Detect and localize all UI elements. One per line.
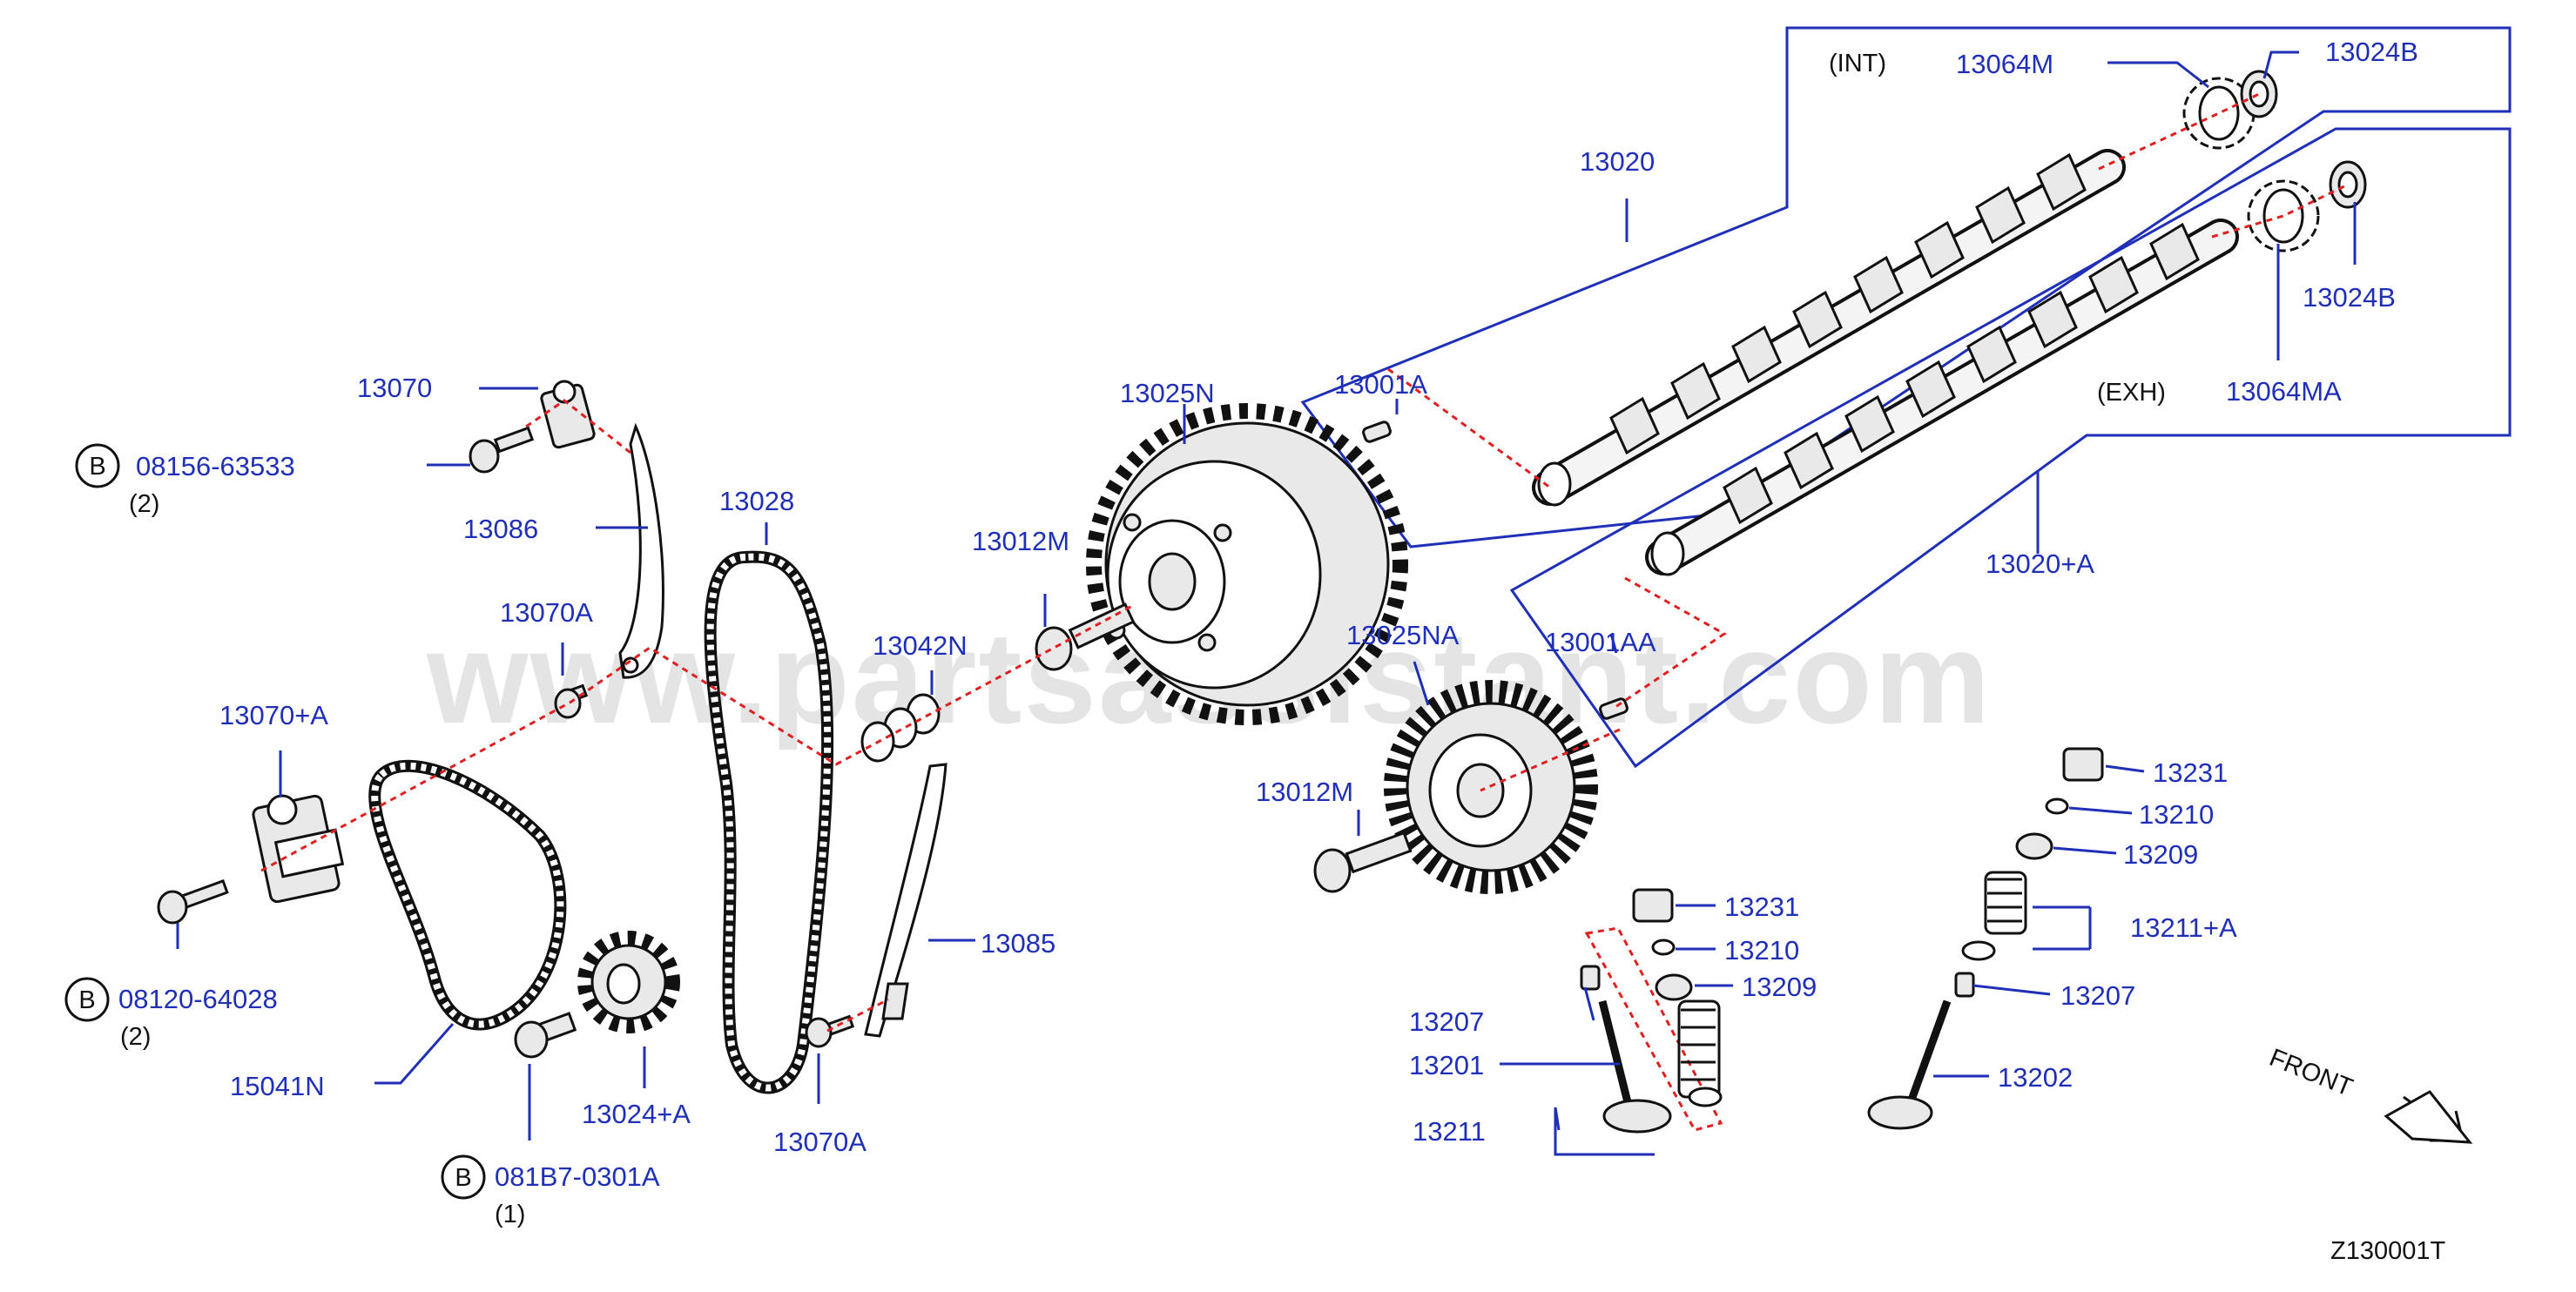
- label-13042N[interactable]: 13042N: [873, 630, 968, 661]
- exhaust-signal-plate[interactable]: [2247, 179, 2320, 252]
- secondary-timing-chain[interactable]: [368, 759, 567, 1031]
- intake-valve[interactable]: [1598, 999, 1672, 1134]
- spring-seat-mid[interactable]: [1688, 1087, 1723, 1107]
- label-int: (INT): [1829, 50, 1886, 77]
- exhaust-camshaft-group-outline: [1509, 127, 2512, 769]
- guide-bolt-lower[interactable]: [805, 1014, 855, 1048]
- label-13231-mid[interactable]: 13231: [1724, 892, 1799, 922]
- primary-timing-chain[interactable]: [704, 550, 834, 1094]
- valve-seal-mid[interactable]: [1580, 965, 1601, 991]
- exhaust-camshaft-plug[interactable]: [2329, 160, 2367, 209]
- label-13024B-top[interactable]: 13024B: [2325, 37, 2418, 67]
- bolt-marker-1: B: [75, 443, 120, 488]
- valve-cotters-right[interactable]: [2045, 797, 2069, 815]
- valve-retainer-right[interactable]: [2015, 832, 2053, 860]
- slack-guide[interactable]: [618, 422, 664, 679]
- label-13202[interactable]: 13202: [1998, 1062, 2073, 1093]
- label-13207-right[interactable]: 13207: [2060, 980, 2135, 1011]
- upper-chain-tensioner[interactable]: [540, 380, 596, 449]
- intake-camshaft[interactable]: [1532, 149, 2126, 507]
- valve-cotters-mid[interactable]: [1651, 939, 1676, 956]
- valve-spring-right[interactable]: [1961, 871, 2027, 961]
- bolt-marker-3: B: [441, 1154, 486, 1200]
- label-13024-plus-A[interactable]: 13024+A: [582, 1099, 691, 1129]
- label-13064M[interactable]: 13064M: [1956, 49, 2053, 79]
- label-13085[interactable]: 13085: [981, 928, 1055, 959]
- label-13207-left[interactable]: 13207: [1409, 1006, 1484, 1037]
- label-13211[interactable]: 13211: [1413, 1116, 1486, 1147]
- label-front: FRONT: [2265, 1044, 2357, 1102]
- label-13210-mid[interactable]: 13210: [1724, 935, 1799, 966]
- svg-text:B: B: [78, 986, 95, 1014]
- svg-text:B: B: [455, 1164, 471, 1192]
- valve-guide-box: [1584, 926, 1723, 1132]
- intake-camshaft-sprocket[interactable]: [1086, 403, 1408, 725]
- guide-bolt-upper[interactable]: [554, 683, 589, 719]
- label-13209-mid[interactable]: 13209: [1742, 972, 1817, 1002]
- leader-lines: [176, 50, 2357, 1156]
- label-13086[interactable]: 13086: [463, 514, 538, 544]
- label-13012M-bottom[interactable]: 13012M: [1256, 777, 1353, 807]
- tensioner-bolt-upper[interactable]: [469, 426, 535, 474]
- exhaust-camshaft[interactable]: [1645, 219, 2239, 576]
- label-08120-64028[interactable]: 08120-64028: [118, 984, 278, 1014]
- crank-bolt[interactable]: [514, 1012, 577, 1059]
- diagram-reference: Z130001T: [2330, 1237, 2445, 1265]
- label-08156-63533[interactable]: 08156-63533: [136, 451, 295, 481]
- valve-lifter-mid[interactable]: [1632, 888, 1674, 923]
- label-13020[interactable]: 13020: [1580, 146, 1655, 177]
- intake-camshaft-plug[interactable]: [2240, 70, 2278, 118]
- exhaust-valve[interactable]: [1867, 999, 1952, 1130]
- sprocket-washers[interactable]: [860, 693, 941, 763]
- label-08156-qty: (2): [129, 490, 159, 518]
- label-13211-plus-A[interactable]: 13211+A: [2130, 912, 2237, 943]
- label-15041N[interactable]: 15041N: [230, 1071, 325, 1101]
- label-13210-right[interactable]: 13210: [2139, 799, 2214, 830]
- label-13209-right[interactable]: 13209: [2123, 839, 2198, 870]
- label-13064MA[interactable]: 13064MA: [2226, 376, 2342, 407]
- label-13025N[interactable]: 13025N: [1120, 378, 1215, 408]
- crankshaft-sprocket[interactable]: [577, 931, 680, 1033]
- label-exh: (EXH): [2097, 379, 2166, 407]
- lower-chain-tensioner[interactable]: [252, 794, 345, 904]
- label-08120-qty: (2): [120, 1023, 151, 1051]
- label-13001AA[interactable]: 13001AA: [1545, 627, 1656, 657]
- svg-text:B: B: [89, 453, 105, 481]
- valve-lifter-right[interactable]: [2062, 747, 2104, 782]
- label-13070[interactable]: 13070: [357, 373, 432, 403]
- label-13024B-right[interactable]: 13024B: [2303, 282, 2396, 313]
- valve-retainer-mid[interactable]: [1655, 973, 1693, 1001]
- tension-guide[interactable]: [864, 763, 947, 1038]
- label-13025NA[interactable]: 13025NA: [1346, 620, 1460, 650]
- label-13070A-top[interactable]: 13070A: [500, 597, 593, 628]
- label-13231-right[interactable]: 13231: [2153, 757, 2228, 788]
- intake-signal-plate[interactable]: [2182, 77, 2256, 150]
- front-arrow-icon: [2384, 1090, 2473, 1144]
- label-13001A[interactable]: 13001A: [1334, 369, 1427, 400]
- label-081B7-0301A[interactable]: 081B7-0301A: [495, 1161, 660, 1192]
- label-13070-plus-A[interactable]: 13070+A: [219, 700, 328, 730]
- label-13201[interactable]: 13201: [1409, 1050, 1484, 1080]
- bolt-marker-2: B: [64, 977, 110, 1022]
- label-13020-plus-A[interactable]: 13020+A: [1986, 548, 2094, 579]
- label-13012M-top[interactable]: 13012M: [972, 526, 1069, 556]
- label-13070A-bottom[interactable]: 13070A: [773, 1127, 867, 1157]
- valve-seal-right[interactable]: [1954, 972, 1975, 998]
- intake-dowel-pin[interactable]: [1362, 421, 1392, 443]
- tensioner-bolt-lower[interactable]: [157, 878, 229, 925]
- label-081B7-qty: (1): [495, 1201, 525, 1228]
- exhaust-sprocket-bolt[interactable]: [1313, 831, 1413, 893]
- assembly-guide-lines: [260, 92, 2349, 1033]
- label-13028[interactable]: 13028: [719, 486, 794, 516]
